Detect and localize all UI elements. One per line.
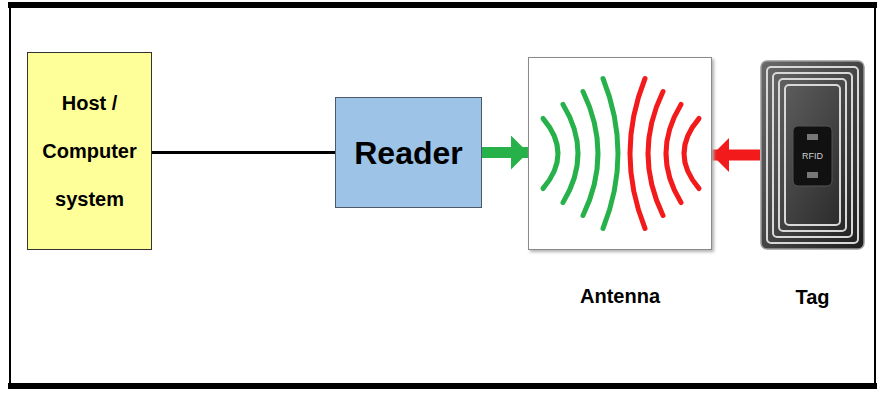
tag-body bbox=[761, 61, 864, 249]
antenna-coil bbox=[767, 67, 858, 243]
wave-arc bbox=[684, 119, 699, 189]
reader-box: Reader bbox=[335, 97, 482, 208]
node-label: Reader bbox=[354, 134, 463, 172]
part-caption: Antenna bbox=[529, 284, 711, 308]
wave-arc bbox=[563, 105, 578, 203]
signal-arrow bbox=[482, 147, 528, 158]
frame-bar bbox=[8, 383, 877, 389]
wave-arc bbox=[583, 92, 598, 216]
antenna-coil bbox=[785, 85, 840, 225]
antenna-coil bbox=[773, 73, 852, 237]
wave-arc bbox=[648, 92, 663, 216]
host-box: Host / Computer system bbox=[27, 52, 152, 250]
node-label: Host / Computer system bbox=[38, 79, 142, 223]
part-caption: Tag bbox=[760, 285, 865, 309]
wave-arc bbox=[666, 105, 681, 203]
chip-mark bbox=[807, 172, 818, 178]
frame-side bbox=[9, 2, 11, 389]
chip-label: RFID bbox=[794, 151, 831, 162]
frame-bar bbox=[8, 2, 877, 8]
wave-arc bbox=[603, 79, 618, 229]
wire-line bbox=[152, 151, 335, 154]
wave-arc bbox=[630, 79, 645, 229]
chip-mark bbox=[807, 134, 818, 140]
response-arrow bbox=[712, 150, 760, 161]
antenna-coil bbox=[779, 79, 846, 231]
antenna-box: Antenna bbox=[528, 57, 712, 250]
wave-arc bbox=[543, 119, 558, 189]
chip bbox=[793, 126, 832, 186]
wave-graphic bbox=[529, 58, 711, 249]
frame-side bbox=[874, 2, 876, 389]
